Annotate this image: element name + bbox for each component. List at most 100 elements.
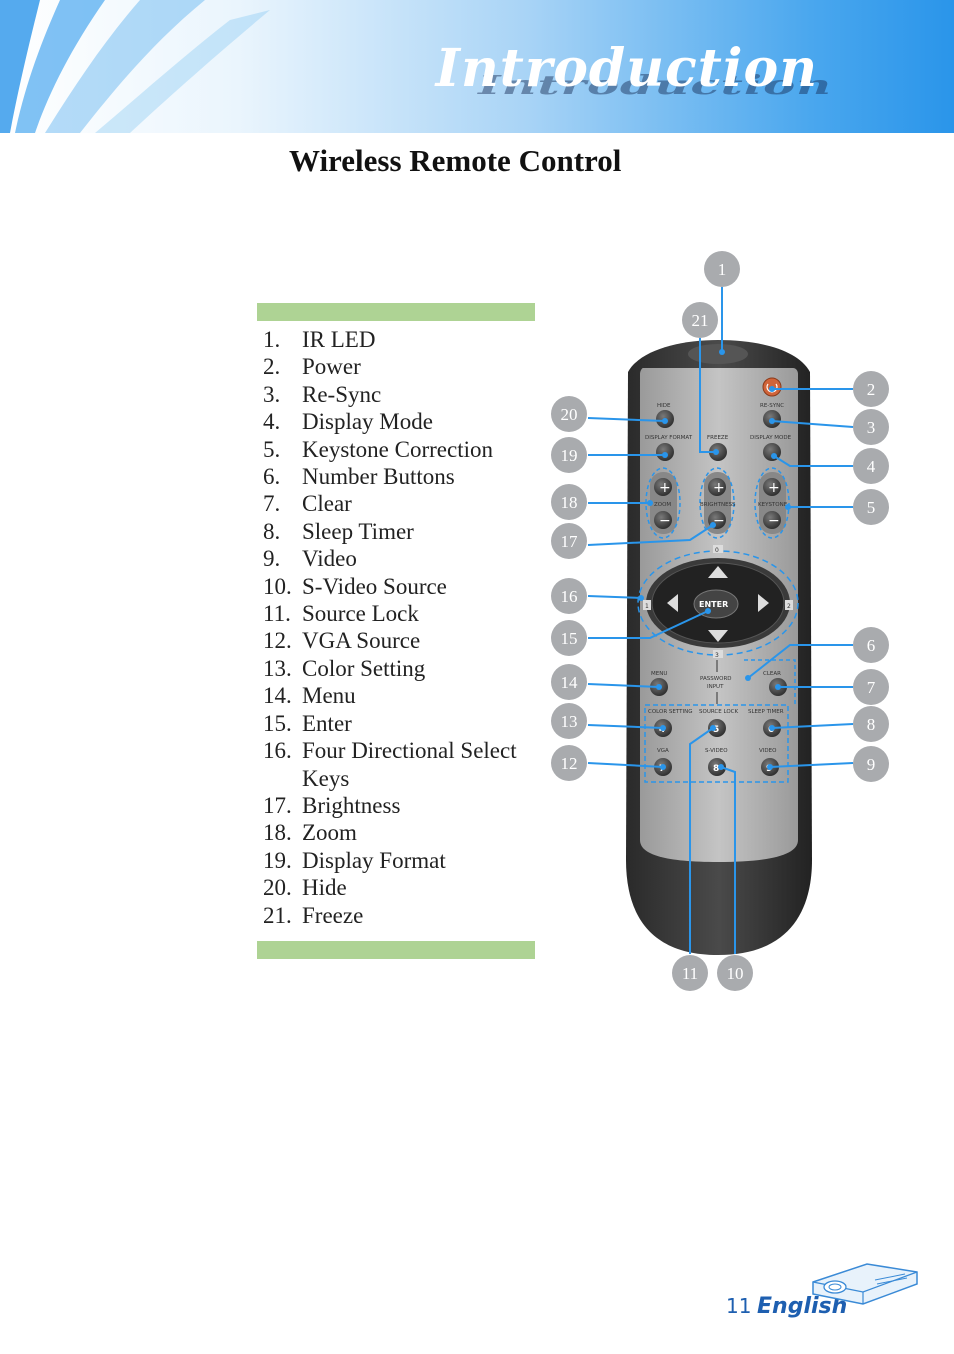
list-number: 12. xyxy=(263,628,292,654)
callout-11 xyxy=(672,955,708,991)
callout-14 xyxy=(551,664,587,700)
list-label: Source Lock xyxy=(302,601,419,627)
list-number: 11. xyxy=(263,601,291,627)
callout-number: 16 xyxy=(561,587,578,606)
list-number: 10. xyxy=(263,573,292,599)
keystone-control: + KEYSTONE − xyxy=(754,467,790,539)
list-item: 21.Freeze xyxy=(263,902,543,929)
callout-16 xyxy=(551,578,587,614)
keystone-label: KEYSTONE xyxy=(758,502,788,508)
callout-numbers: 1 21 2 3 4 5 6 7 8 9 10 11 12 13 14 15 1… xyxy=(561,260,876,983)
list-label: Number Buttons xyxy=(302,464,455,490)
zoom-label: ZOOM xyxy=(654,502,671,508)
zoom-plus-button[interactable] xyxy=(654,478,672,496)
num-0-label: 0 xyxy=(715,547,719,554)
ir-led xyxy=(688,344,748,364)
projector-icon xyxy=(812,1263,918,1305)
list-label: IR LED xyxy=(302,327,376,352)
list-number: 7. xyxy=(263,491,281,517)
list-item: 19. Display Format xyxy=(263,847,543,874)
callout-number: 18 xyxy=(561,493,578,512)
callout-leader-lines xyxy=(587,287,854,954)
resync-label: RE-SYNC xyxy=(760,403,784,409)
right-arrow-icon[interactable] xyxy=(758,594,769,612)
list-label: Display Mode xyxy=(302,409,433,435)
callout-number: 11 xyxy=(682,964,698,983)
page-title: Wireless Remote Control xyxy=(289,143,622,178)
page-number: 11 xyxy=(726,1294,752,1318)
password-label: PASSWORD xyxy=(700,676,732,682)
callout-number: 7 xyxy=(867,678,876,697)
list-item: 11. Source Lock xyxy=(263,600,543,627)
callout-leader-dots xyxy=(638,349,791,770)
callout-9 xyxy=(853,746,889,782)
list-number: 3. xyxy=(263,381,281,407)
callout-number: 2 xyxy=(867,380,876,399)
list-number: 19. xyxy=(263,847,292,873)
callout-number: 4 xyxy=(867,457,876,476)
hide-label: HIDE xyxy=(657,403,671,409)
color-setting-label: COLOR SETTING xyxy=(648,709,693,715)
callout-21 xyxy=(682,302,718,338)
list-number: 21. xyxy=(263,902,292,928)
callout-12 xyxy=(551,745,587,781)
brightness-plus-button[interactable] xyxy=(708,478,726,496)
callout-15 xyxy=(551,620,587,656)
callout-10 xyxy=(717,955,753,991)
enter-label: ENTER xyxy=(699,600,728,609)
list-number: 6. xyxy=(263,464,281,490)
list-top-bar xyxy=(257,303,535,321)
list-item: 8.Sleep Timer xyxy=(263,518,543,545)
list-item: 20.Hide xyxy=(263,874,543,901)
callout-20 xyxy=(551,396,587,432)
callout-7 xyxy=(853,669,889,705)
callout-number: 17 xyxy=(561,532,579,551)
list-label: Color Setting xyxy=(302,655,426,681)
callout-number: 15 xyxy=(561,629,578,648)
zoom-control: + ZOOM − xyxy=(645,467,681,539)
list-label: Brightness xyxy=(302,792,401,818)
callout-number: 9 xyxy=(867,755,876,774)
callout-19 xyxy=(551,437,587,473)
list-number: 1. xyxy=(263,327,281,352)
remote-control-diagram: HIDE RE-SYNC DISPLAY FORMAT FREEZE DISPL… xyxy=(551,251,889,991)
header-swoosh-decoration xyxy=(0,0,270,133)
callout-6 xyxy=(853,627,889,663)
vga-label: VGA xyxy=(657,748,669,754)
keystone-minus-glyph: − xyxy=(768,513,780,529)
num-3-badge xyxy=(713,650,723,658)
callout-8 xyxy=(853,706,889,742)
list-item: 15.Enter xyxy=(263,710,543,737)
list-label: Display Format xyxy=(302,847,446,873)
freeze-label: FREEZE xyxy=(707,435,729,441)
zoom-minus-button[interactable] xyxy=(654,511,672,529)
number-buttons-group xyxy=(644,704,789,783)
up-arrow-icon[interactable] xyxy=(708,566,728,578)
keystone-plus-button[interactable] xyxy=(763,478,781,496)
clear-label: CLEAR xyxy=(763,671,781,677)
list-number: 8. xyxy=(263,518,281,544)
num-1-label: 1 xyxy=(645,603,649,610)
list-number: 5. xyxy=(263,436,281,462)
list-number: 18. xyxy=(263,820,292,846)
header-title: Introduction xyxy=(435,38,818,99)
callout-2 xyxy=(853,371,889,407)
num-5-button[interactable] xyxy=(708,719,726,737)
num-8-button[interactable] xyxy=(708,758,726,776)
left-arrow-icon[interactable] xyxy=(667,594,678,612)
list-item: 2.Power xyxy=(263,353,543,380)
list-label: VGA Source xyxy=(302,628,421,654)
list-bottom-bar xyxy=(257,941,535,959)
down-arrow-icon[interactable] xyxy=(708,630,728,642)
keystone-minus-button[interactable] xyxy=(763,511,781,529)
num-2-label: 2 xyxy=(787,603,791,610)
list-item: 17.Brightness xyxy=(263,792,543,819)
list-item: 9.Video xyxy=(263,545,543,572)
callout-number: 5 xyxy=(867,498,876,517)
callout-number: 13 xyxy=(561,712,578,731)
menu-label: MENU xyxy=(651,671,667,677)
list-item: 13.Color Setting xyxy=(263,655,543,682)
list-number: 9. xyxy=(263,546,281,572)
brightness-plus-glyph: + xyxy=(713,480,725,496)
callout-number: 3 xyxy=(867,418,876,437)
